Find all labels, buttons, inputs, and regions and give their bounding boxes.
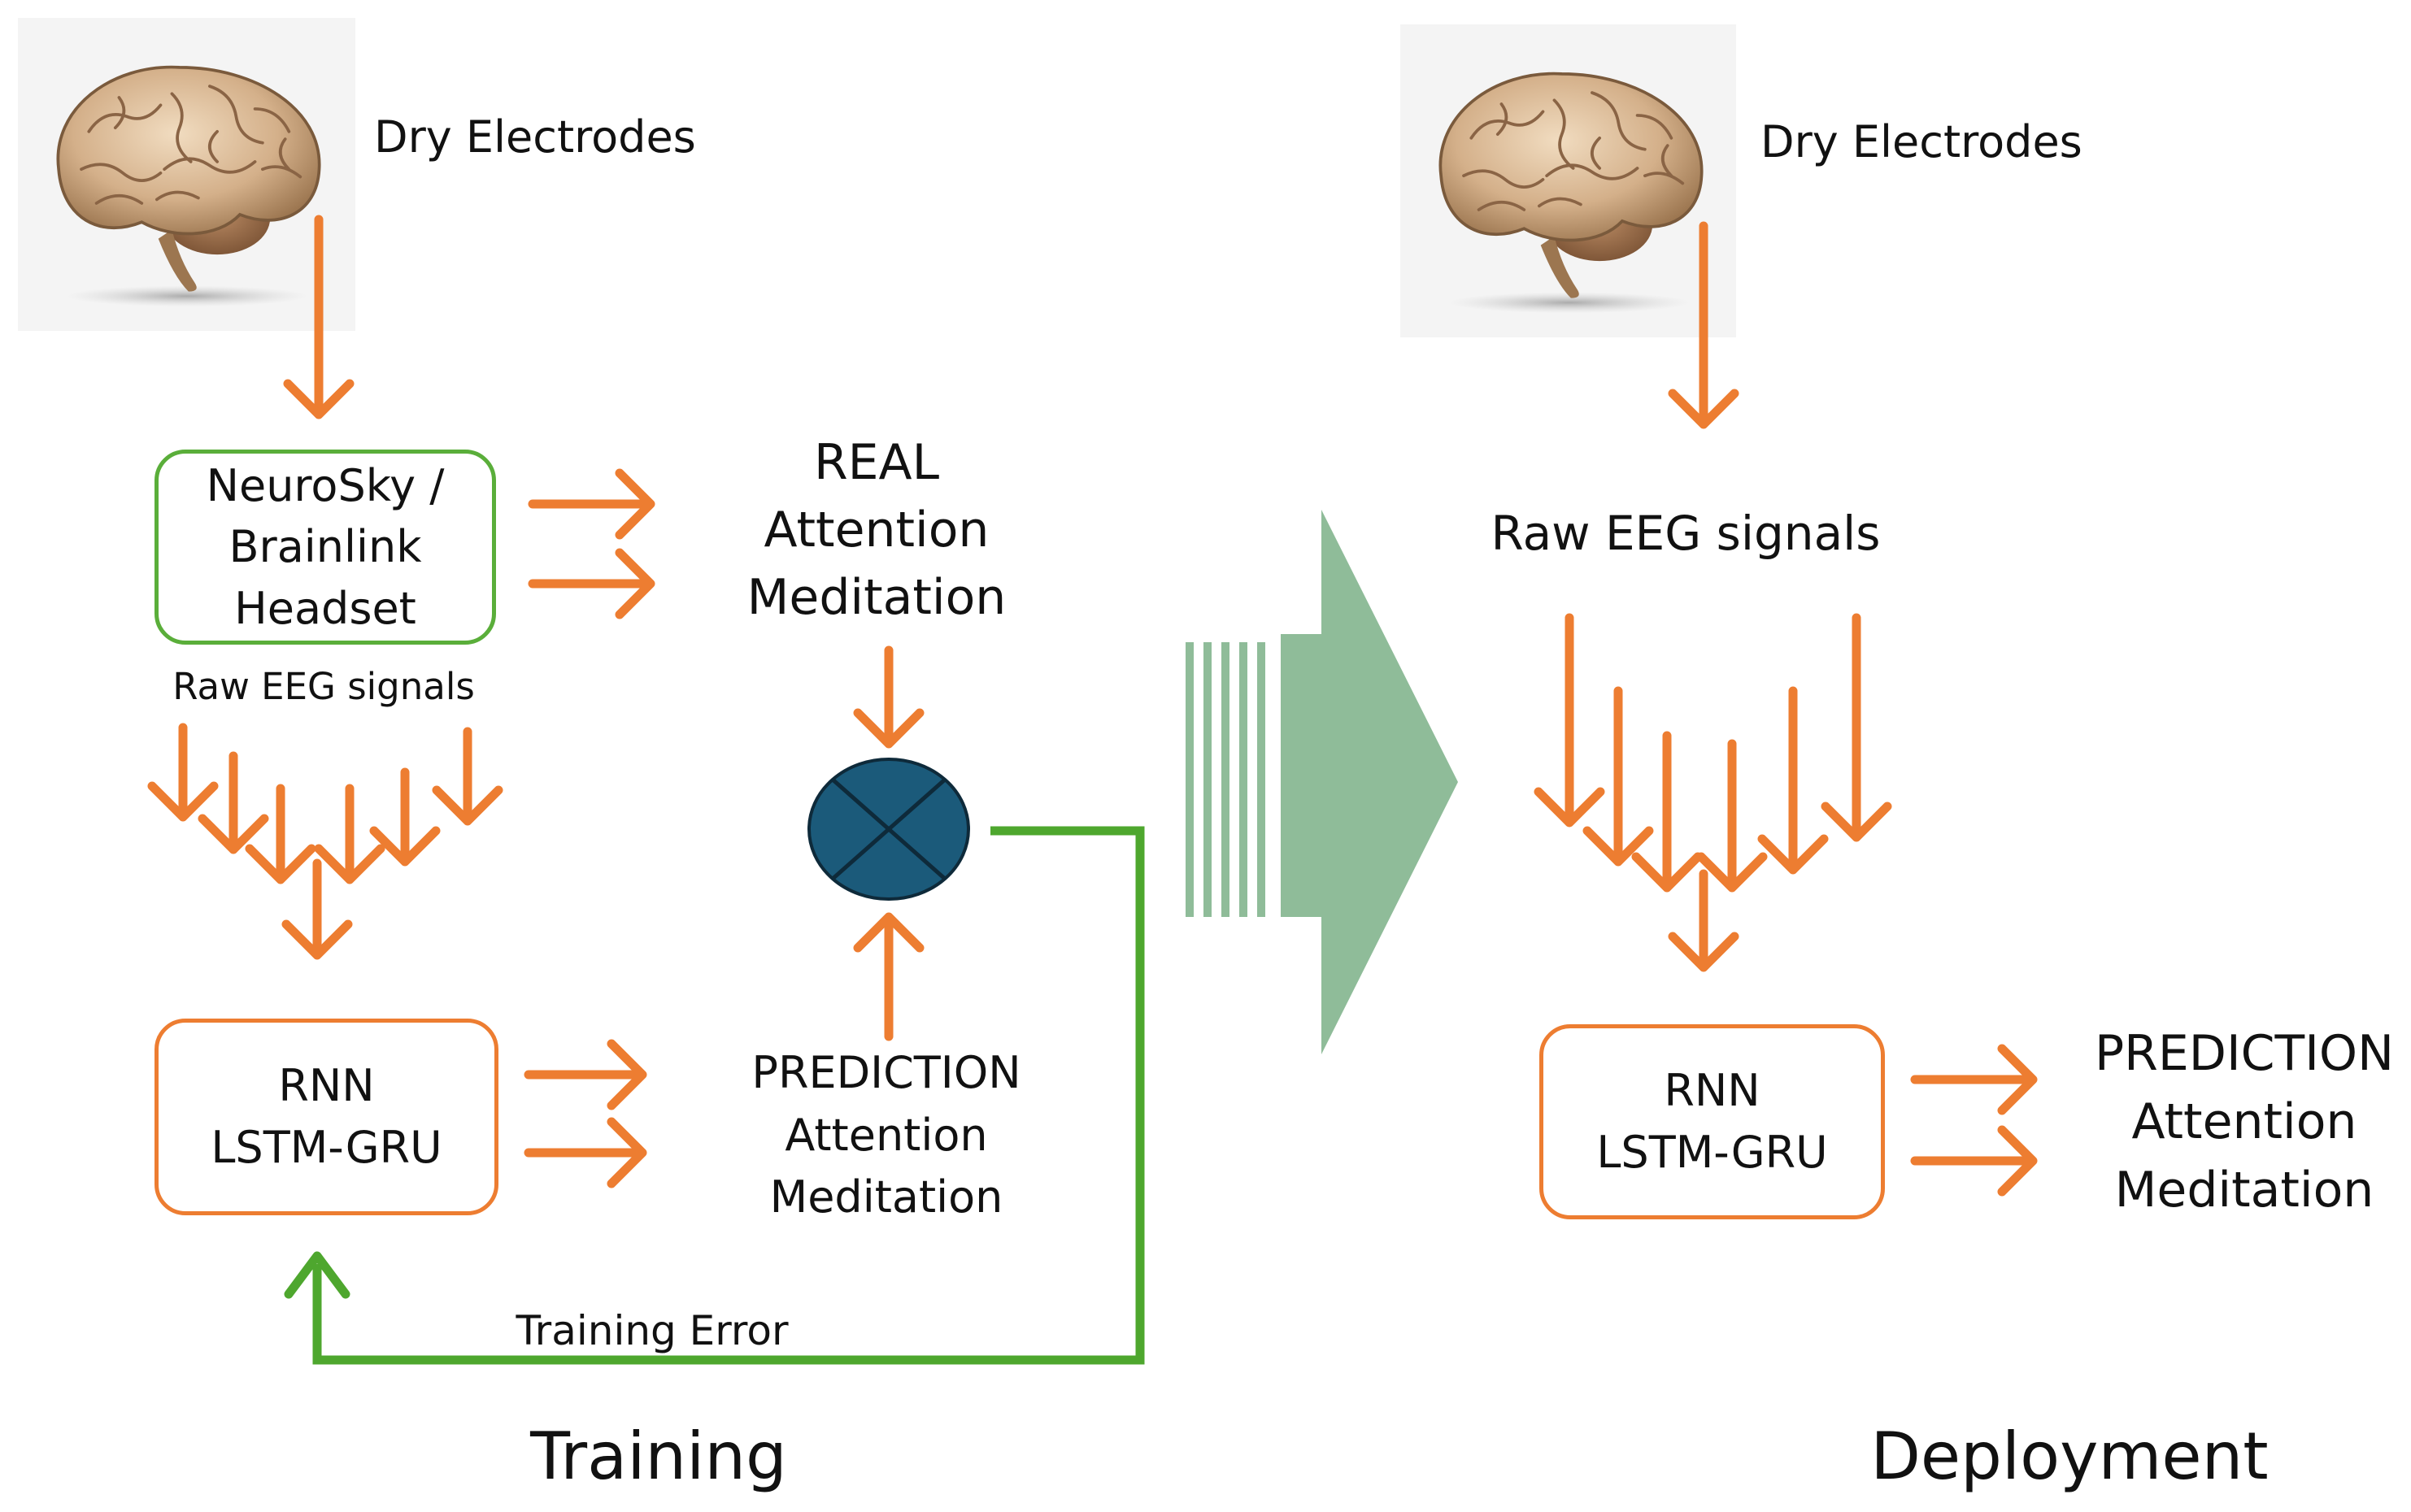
real-line-1: REAL <box>813 434 940 491</box>
arrow-raw-4 <box>314 784 385 884</box>
training-rnn-box: RNN LSTM-GRU <box>154 1019 498 1215</box>
arrow-headset-to-real-1 <box>528 468 655 540</box>
training-brain-image <box>18 18 355 331</box>
arrow-deploy-raw-6 <box>1821 613 1892 842</box>
signal-arrows <box>147 215 2038 1197</box>
arrow-raw-2 <box>198 751 269 854</box>
arrow-deploy-rnn-to-prediction-2 <box>1910 1125 2038 1197</box>
arrow-deploy-raw-merge <box>1668 869 1739 972</box>
headset-line-3: Headset <box>234 582 416 634</box>
training-rnn-line-2: LSTM-GRU <box>211 1122 442 1173</box>
training-prediction-line-2: Attention <box>785 1109 988 1161</box>
training-rnn-line-1: RNN <box>278 1060 375 1112</box>
arrow-rnn-to-prediction-2 <box>524 1117 647 1188</box>
headset-line-1: NeuroSky / <box>206 459 445 511</box>
arrow-raw-3 <box>245 784 316 884</box>
training-prediction-line-3: Meditation <box>769 1171 1003 1223</box>
deployment-prediction-line-2: Attention <box>2131 1093 2357 1150</box>
arrow-deploy-rnn-to-prediction-1 <box>1910 1044 2038 1115</box>
arrow-raw-merge <box>281 858 353 960</box>
real-values-label: REAL Attention Meditation <box>747 429 1007 631</box>
training-prediction-label: PREDICTION Attention Meditation <box>751 1042 1021 1229</box>
arrow-rnn-to-prediction-1 <box>524 1039 647 1110</box>
arrow-raw-6 <box>432 727 503 826</box>
headset-line-2: Brainlink <box>228 521 422 573</box>
deployment-raw-eeg-label: Raw EEG signals <box>1491 506 1881 561</box>
training-error-feedback-arrow <box>284 826 1145 1365</box>
deployment-prediction-line-1: PREDICTION <box>2094 1025 2395 1082</box>
training-error-label: Training Error <box>516 1307 789 1354</box>
arrow-real-to-comparator <box>853 645 925 749</box>
training-caption: Training <box>530 1419 787 1494</box>
transition-arrow <box>1186 510 1458 1054</box>
real-line-3: Meditation <box>746 568 1007 626</box>
deployment-rnn-line-2: LSTM-GRU <box>1596 1127 1828 1178</box>
deployment-rnn-box: RNN LSTM-GRU <box>1539 1024 1885 1219</box>
arrow-deploy-raw-3 <box>1631 731 1703 893</box>
deployment-prediction-line-3: Meditation <box>2114 1162 2374 1219</box>
training-prediction-line-1: PREDICTION <box>751 1047 1021 1098</box>
arrow-raw-5 <box>369 767 441 867</box>
arrow-deploy-raw-4 <box>1696 739 1768 893</box>
headset-box: NeuroSky / Brainlink Headset <box>154 450 496 645</box>
arrow-deploy-raw-2 <box>1582 686 1654 867</box>
arrow-deploy-brain-to-raw <box>1668 221 1739 429</box>
deployment-brain-image <box>1400 24 1736 337</box>
deployment-electrodes-label: Dry Electrodes <box>1760 116 2082 167</box>
arrow-deploy-raw-5 <box>1757 686 1829 875</box>
deployment-prediction-label: PREDICTION Attention Meditation <box>2095 1019 2394 1224</box>
arrow-prediction-to-comparator <box>853 912 925 1041</box>
arrow-raw-1 <box>147 723 219 822</box>
training-raw-eeg-label: Raw EEG signals <box>172 665 475 708</box>
training-electrodes-label: Dry Electrodes <box>374 111 696 163</box>
arrow-deploy-raw-1 <box>1534 613 1605 828</box>
arrow-brain-to-headset <box>283 215 355 419</box>
deployment-rnn-line-1: RNN <box>1664 1065 1760 1117</box>
real-line-2: Attention <box>764 501 990 558</box>
deployment-caption: Deployment <box>1870 1419 2269 1494</box>
comparator-node <box>807 758 970 901</box>
arrow-headset-to-real-2 <box>528 548 655 619</box>
